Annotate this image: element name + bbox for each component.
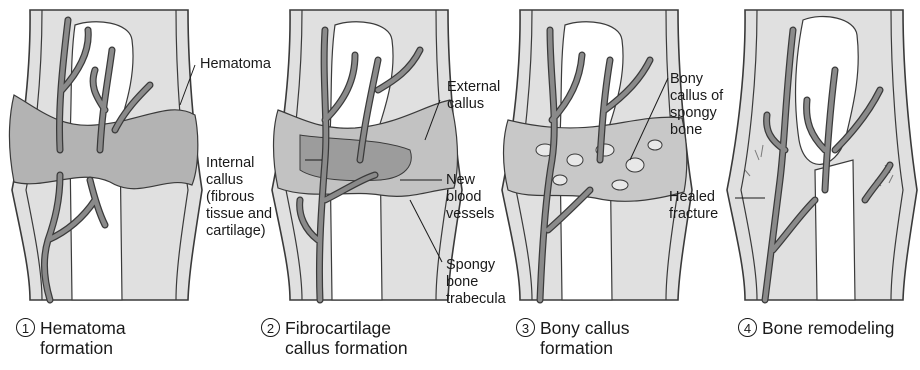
stage-number-4: 4 bbox=[738, 318, 757, 337]
caption-stage-2: 2 Fibrocartilage callus formation bbox=[261, 318, 408, 358]
caption-stage-1: 1 Hematoma formation bbox=[16, 318, 126, 358]
caption-text-3: Bony callus formation bbox=[540, 318, 630, 358]
bony-callus-region bbox=[504, 117, 687, 201]
label-bony-callus-of-spongy-bone: Bony callus of spongy bone bbox=[670, 71, 723, 139]
label-new-blood-vessels: New blood vessels bbox=[446, 172, 494, 223]
label-healed-fracture: Healed fracture bbox=[669, 189, 718, 223]
panel-hematoma-formation bbox=[10, 10, 203, 300]
panel-bone-remodeling bbox=[727, 10, 917, 300]
stage-number-2: 2 bbox=[261, 318, 280, 337]
stage-number-3: 3 bbox=[516, 318, 535, 337]
caption-stage-4: 4 Bone remodeling bbox=[738, 318, 894, 338]
caption-stage-3: 3 Bony callus formation bbox=[516, 318, 630, 358]
label-internal-callus: Internal callus (fibrous tissue and cart… bbox=[206, 155, 272, 240]
label-hematoma: Hematoma bbox=[200, 56, 271, 73]
stage-number-1: 1 bbox=[16, 318, 35, 337]
caption-text-2: Fibrocartilage callus formation bbox=[285, 318, 408, 358]
caption-text-1: Hematoma formation bbox=[40, 318, 126, 358]
panel-bony-callus-formation bbox=[502, 10, 692, 300]
caption-text-4: Bone remodeling bbox=[762, 318, 894, 338]
panel-fibrocartilage-callus-formation bbox=[272, 10, 462, 300]
label-spongy-bone-trabecula: Spongy bone trabecula bbox=[446, 257, 506, 308]
label-external-callus: External callus bbox=[447, 79, 500, 113]
